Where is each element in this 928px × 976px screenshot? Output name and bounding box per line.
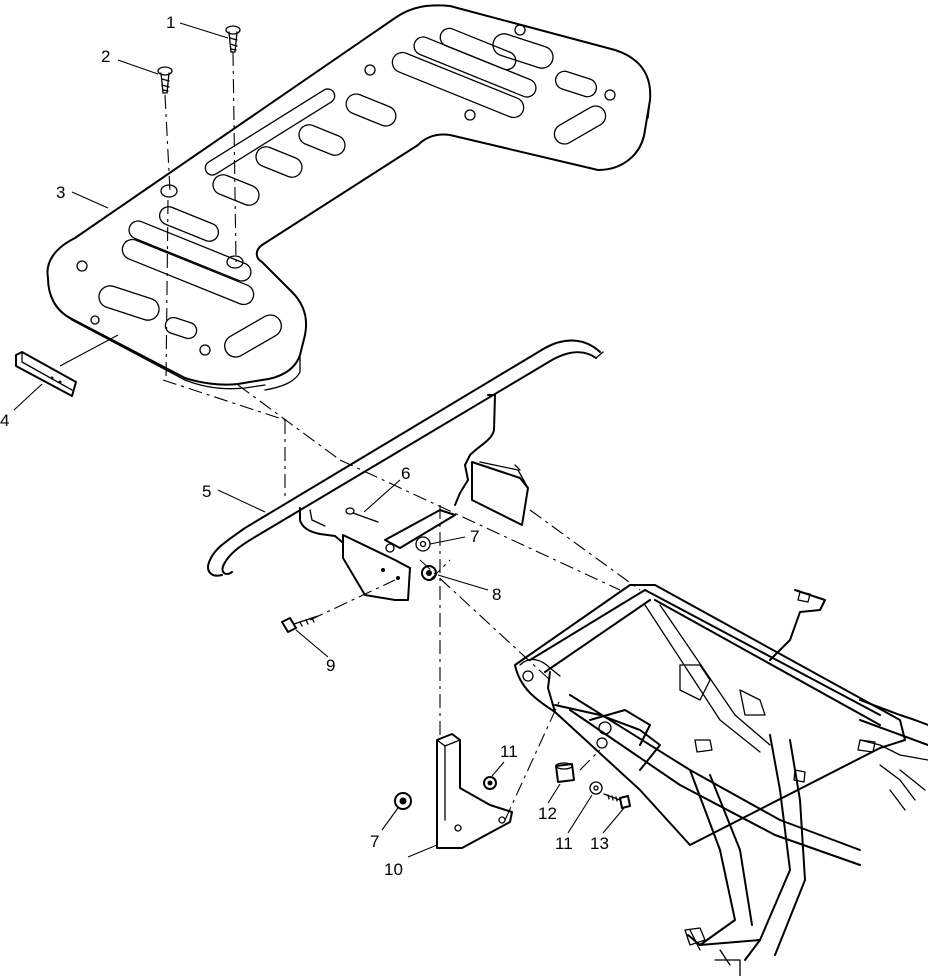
bolt-13 [603, 793, 631, 809]
callout-5: 5 [202, 482, 211, 501]
nut-11-upper [483, 776, 497, 790]
callout-13: 13 [590, 834, 609, 853]
rack-support [207, 339, 604, 601]
nut-7-lower [394, 792, 412, 810]
callout-3: 3 [56, 183, 65, 202]
callout-2: 2 [101, 47, 110, 66]
screw-1 [225, 25, 241, 53]
spacer-12 [555, 762, 575, 783]
alignment-lines [162, 51, 641, 821]
vehicle-frame [514, 584, 928, 976]
washer-11-lower [589, 781, 603, 795]
leader-lines [13, 22, 625, 858]
callout-4: 4 [0, 411, 9, 430]
callout-1: 1 [166, 13, 175, 32]
screw-2 [157, 66, 173, 94]
callout-10: 10 [384, 860, 403, 879]
callout-labels: 1 2 3 4 5 6 7 8 9 11 12 7 11 13 10 [0, 13, 609, 879]
callout-7-upper: 7 [470, 527, 479, 546]
rear-rack [46, 4, 652, 391]
screw-6 [345, 507, 379, 523]
callout-9: 9 [326, 656, 335, 675]
reflector [15, 351, 77, 397]
nut-8 [421, 565, 437, 581]
callout-11-upper: 11 [500, 742, 518, 761]
callout-8: 8 [492, 585, 501, 604]
callout-11-lower: 11 [555, 834, 573, 853]
bolt-9 [281, 615, 319, 633]
callout-12: 12 [538, 804, 557, 823]
callout-6: 6 [401, 464, 410, 483]
washer-7-upper [415, 536, 431, 552]
callout-7-lower: 7 [370, 832, 379, 851]
